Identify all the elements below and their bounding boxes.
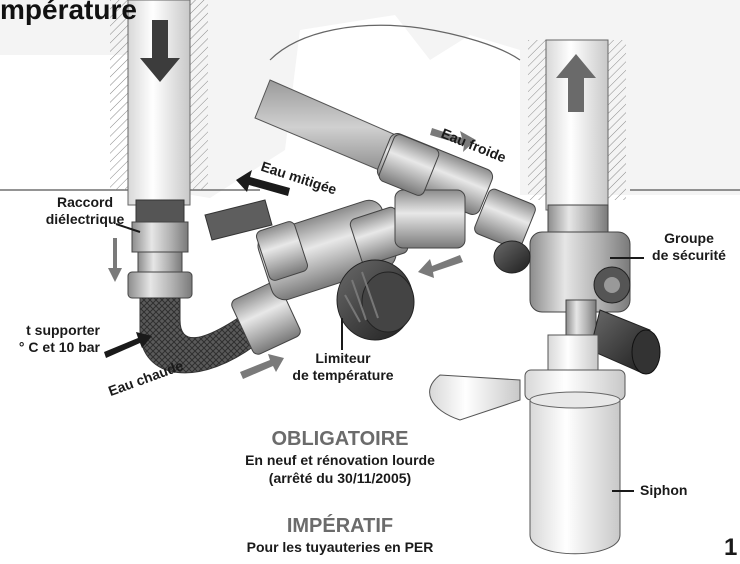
groupe-label-line2: de sécurité: [652, 247, 726, 263]
raccord-label-line2: diélectrique: [45, 211, 125, 227]
imperatif-line1: Pour les tuyauteries en PER: [246, 539, 434, 555]
siphon-label: Siphon: [640, 482, 688, 498]
obligatoire-heading: OBLIGATOIRE: [271, 428, 409, 450]
raccord-label: Raccord diélectrique: [30, 194, 140, 228]
limiteur-label: Limiteur de température: [268, 350, 418, 384]
page-title: mpérature: [0, 0, 137, 25]
limiteur-label-line1: Limiteur: [315, 350, 371, 366]
obligatoire-line2: (arrêté du 30/11/2005): [268, 470, 412, 486]
dielectric-down-arrow-icon: [108, 238, 122, 282]
siphon: [429, 334, 626, 555]
cold-return-arrow-icon: [418, 255, 463, 278]
dielectric-fitting: [127, 199, 193, 299]
cold-water-outlet-pipe: [528, 39, 626, 211]
flexible-label-line1: t supporter: [26, 322, 100, 338]
flexible-pointer-arrow-icon: [104, 332, 152, 358]
down-arrow-icon: [140, 20, 180, 82]
flexible-label-line2: ° C et 10 bar: [18, 339, 100, 355]
flow-arrows: [104, 128, 476, 379]
raccord-label-line1: Raccord: [56, 194, 114, 210]
mixed-flow-arrow-icon: [236, 170, 290, 196]
hot-flow-arrow-icon: [240, 354, 284, 379]
cold-flow-arrow-icon: [430, 128, 476, 152]
obligatoire-line1: En neuf et rénovation lourde: [245, 452, 435, 468]
up-arrow-icon: [556, 54, 596, 112]
flexible-label: t supporter ° C et 10 bar: [0, 322, 100, 356]
groupe-label: Groupe de sécurité: [644, 230, 734, 264]
imperatif-note: IMPÉRATIF Pour les tuyauteries en PER: [210, 514, 470, 556]
groupe-label-line1: Groupe: [664, 230, 714, 246]
temperature-limiter: [204, 199, 415, 341]
page-number: 1: [724, 534, 738, 561]
safety-group: [493, 204, 661, 375]
obligatoire-note: OBLIGATOIRE En neuf et rénovation lourde…: [210, 427, 470, 487]
leader-lines: [115, 223, 644, 492]
imperatif-heading: IMPÉRATIF: [286, 515, 394, 537]
tee-fitting: [376, 133, 536, 250]
limiteur-label-line2: de température: [292, 367, 394, 383]
